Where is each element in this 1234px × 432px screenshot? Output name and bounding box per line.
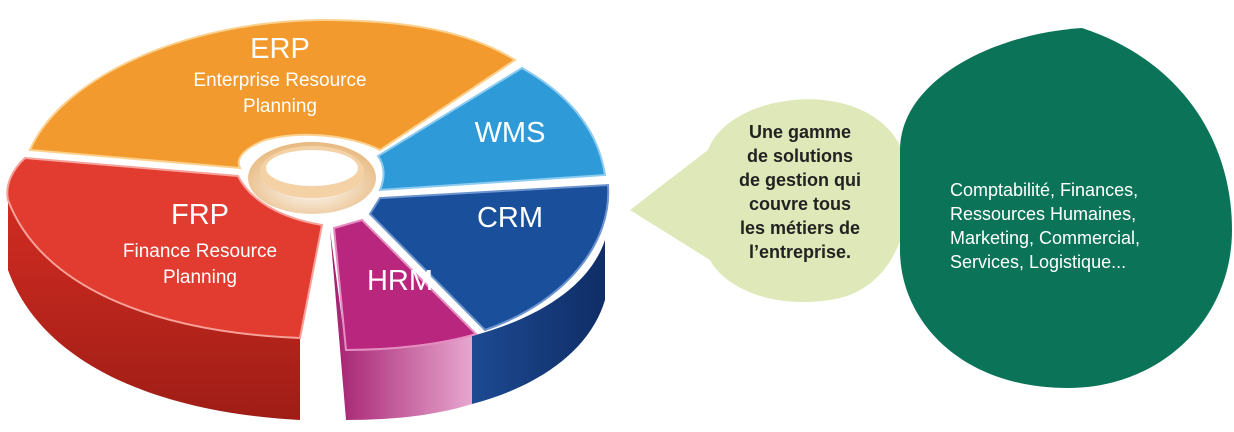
- erp-subtitle-1: Enterprise Resource: [193, 70, 367, 91]
- frp-label: FRP: [171, 199, 229, 231]
- info-text: Comptabilité, Finances, Ressources Humai…: [950, 178, 1220, 274]
- info-line: Comptabilité, Finances,: [950, 180, 1139, 200]
- info-line: Ressources Humaines,: [950, 204, 1137, 224]
- info-drop: [900, 28, 1232, 388]
- wms-label: WMS: [474, 117, 546, 149]
- crm-side: [472, 240, 605, 404]
- hrm-slice: [332, 218, 478, 352]
- hrm-label: HRM: [366, 265, 434, 297]
- callout-line: l’entreprise.: [748, 242, 852, 262]
- info-line: Marketing, Commercial,: [950, 228, 1141, 248]
- callout-line: de solutions: [746, 146, 853, 166]
- frp-slice: [6, 156, 324, 340]
- callout-line: couvre tous: [748, 194, 852, 214]
- crm-label: CRM: [476, 202, 544, 234]
- callout-line: les métiers de: [739, 218, 861, 238]
- hrm-side: [330, 230, 472, 420]
- frp-side: [8, 190, 300, 420]
- callout-line: Une gamme: [748, 122, 852, 142]
- frp-subtitle-2: Planning: [163, 267, 237, 288]
- erp-label: ERP: [250, 33, 310, 65]
- crm-slice: [368, 183, 610, 332]
- wms-slice: [376, 66, 607, 192]
- info-line: Services, Logistique...: [950, 252, 1127, 272]
- callout-bubble: [630, 99, 909, 302]
- frp-subtitle-1: Finance Resource: [122, 241, 278, 262]
- callout-text: Une gamme de solutions de gestion qui co…: [712, 120, 888, 264]
- erp-subtitle-2: Planning: [243, 96, 317, 117]
- erp-slice: [28, 18, 517, 170]
- callout-line: de gestion qui: [738, 170, 861, 190]
